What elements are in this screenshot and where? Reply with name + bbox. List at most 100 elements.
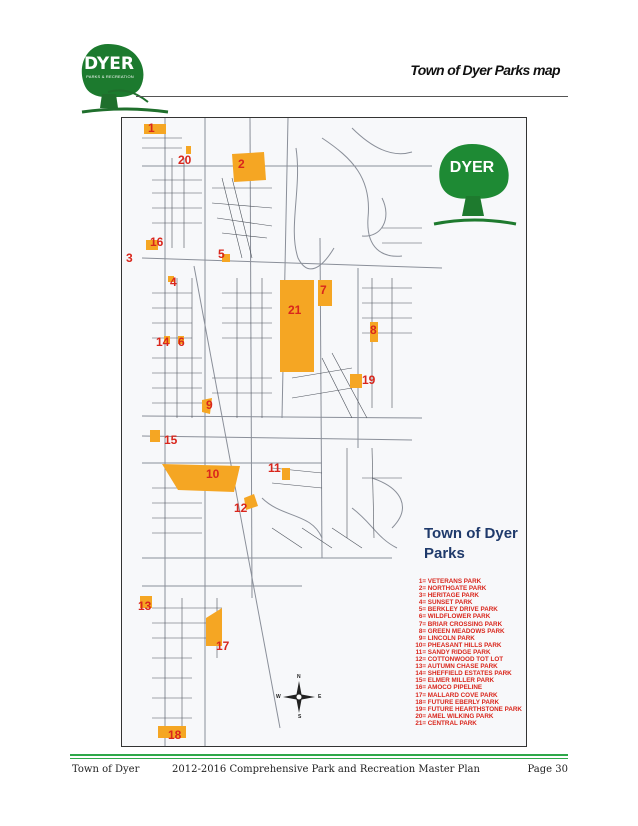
- park-label-17: 17: [216, 639, 230, 653]
- compass-n: N: [297, 674, 301, 680]
- park-label-21: 21: [288, 303, 302, 317]
- legend-item-number: 3=: [418, 592, 426, 600]
- park-label-10: 10: [206, 467, 220, 481]
- legend-item-number: 12=: [415, 656, 426, 664]
- park-label-18: 18: [168, 728, 182, 742]
- footer-left: Town of Dyer: [72, 764, 140, 775]
- legend-item: 13= AUTUMN CHASE PARK: [408, 663, 523, 670]
- legend-item-name: MALLARD COVE PARK: [427, 691, 498, 699]
- legend-item: 6= WILDFLOWER PARK: [408, 613, 523, 620]
- footer-divider-top: [70, 754, 568, 756]
- map-title-line-1: Town of Dyer: [424, 525, 518, 542]
- legend-item: 5= BERKLEY DRIVE PARK: [408, 606, 523, 613]
- legend-item-name: AUTUMN CHASE PARK: [427, 663, 498, 671]
- legend-item-name: AMEL WILKING PARK: [427, 712, 494, 720]
- legend-item: 4= SUNSET PARK: [408, 599, 523, 606]
- legend-item-number: 18=: [415, 698, 426, 706]
- park-label-15: 15: [164, 433, 178, 447]
- legend-item-number: 5=: [418, 606, 426, 614]
- legend-item-name: VETERANS PARK: [427, 578, 482, 585]
- legend-item-number: 8=: [418, 627, 426, 635]
- park-label-11: 11: [268, 461, 281, 475]
- legend-item-name: BRIAR CROSSING PARK: [427, 620, 503, 628]
- compass-e: E: [318, 694, 322, 700]
- park-label-3: 3: [126, 251, 133, 265]
- legend-item-name: CENTRAL PARK: [427, 719, 477, 727]
- legend-item: 7= BRIAR CROSSING PARK: [408, 621, 523, 628]
- legend-item: 2= NORTHGATE PARK: [408, 585, 523, 592]
- park-label-2: 2: [238, 157, 245, 171]
- map-title: Town of Dyer Parks: [424, 524, 518, 564]
- legend-item: 9= LINCOLN PARK: [408, 635, 523, 642]
- map-title-line-2: Parks: [424, 545, 465, 562]
- legend-item-number: 21=: [415, 719, 426, 727]
- park-label-12: 12: [234, 501, 248, 515]
- map-dyer-logo: DYER: [430, 138, 520, 228]
- park-label-13: 13: [138, 599, 152, 613]
- legend-item-name: LINCOLN PARK: [427, 634, 475, 642]
- legend-item-name: BERKLEY DRIVE PARK: [427, 606, 498, 614]
- legend-item-name: FUTURE HEARTHSTONE PARK: [427, 705, 522, 713]
- footer-page-number: Page 30: [527, 764, 568, 775]
- map-streets: [140, 118, 443, 746]
- legend-item-number: 14=: [415, 670, 426, 678]
- legend-item-name: GREEN MEADOWS PARK: [427, 627, 505, 635]
- legend-item: 21= CENTRAL PARK: [408, 720, 523, 727]
- legend-item: 16= AMOCO PIPELINE: [408, 684, 523, 691]
- legend-item: 17= MALLARD COVE PARK: [408, 692, 523, 699]
- park-label-9: 9: [206, 398, 213, 412]
- footer-divider-bottom: [70, 758, 568, 759]
- legend-item: 1= VETERANS PARK: [408, 578, 523, 585]
- legend-item: 10= PHEASANT HILLS PARK: [408, 642, 523, 649]
- footer-center: 2012-2016 Comprehensive Park and Recreat…: [172, 764, 480, 775]
- park-label-8: 8: [370, 323, 377, 337]
- park-label-14: 14: [156, 335, 170, 349]
- park-label-20: 20: [178, 153, 192, 167]
- park-label-4: 4: [170, 275, 177, 289]
- legend-item-name: SUNSET PARK: [427, 599, 473, 607]
- park-label-7: 7: [320, 283, 327, 297]
- legend-item-name: NORTHGATE PARK: [427, 585, 487, 593]
- legend-item-number: 19=: [415, 705, 426, 713]
- legend-item-number: 13=: [415, 663, 426, 671]
- legend-item-number: 9=: [418, 634, 426, 642]
- legend-item-name: ELMER MILLER PARK: [427, 677, 495, 685]
- legend-item-number: 11=: [415, 648, 426, 656]
- legend-item-number: 20=: [415, 712, 426, 720]
- legend-item-name: COTTONWOOD TOT LOT: [427, 656, 504, 664]
- legend-item: 11= SANDY RIDGE PARK: [408, 649, 523, 656]
- legend-item: 3= HERITAGE PARK: [408, 592, 523, 599]
- park-label-16: 16: [150, 235, 164, 249]
- legend-item: 20= AMEL WILKING PARK: [408, 713, 523, 720]
- legend-item-name: FUTURE EBERLY PARK: [427, 698, 500, 706]
- park-label-6: 6: [178, 335, 185, 349]
- header-divider: [136, 96, 568, 97]
- legend-item: 15= ELMER MILLER PARK: [408, 677, 523, 684]
- legend-item-name: PHEASANT HILLS PARK: [427, 641, 502, 649]
- logo-subtitle: PARKS & RECREATION: [86, 74, 134, 79]
- park-label-19: 19: [362, 373, 376, 387]
- compass-s: S: [298, 714, 302, 720]
- legend-item-number: 10=: [415, 641, 426, 649]
- dyer-logo: DYER PARKS & RECREATION: [78, 36, 170, 116]
- legend-item-name: AMOCO PIPELINE: [427, 684, 483, 692]
- legend-item-number: 15=: [415, 677, 426, 685]
- legend-item: 12= COTTONWOOD TOT LOT: [408, 656, 523, 663]
- legend-item-number: 17=: [415, 691, 426, 699]
- legend-item-number: 2=: [418, 585, 426, 593]
- legend-item: 19= FUTURE HEARTHSTONE PARK: [408, 706, 523, 713]
- park-label-5: 5: [218, 247, 225, 261]
- compass-rose-icon: N S W E: [276, 674, 321, 720]
- map-logo-title: DYER: [450, 159, 495, 176]
- legend-item-number: 7=: [418, 620, 426, 628]
- legend-item: 14= SHEFFIELD ESTATES PARK: [408, 670, 523, 677]
- page-title: Town of Dyer Parks map: [410, 62, 560, 78]
- legend-item-number: 6=: [418, 613, 426, 621]
- logo-title: DYER: [84, 54, 134, 74]
- legend-item-number: 4=: [418, 599, 426, 607]
- legend-item-name: WILDFLOWER PARK: [427, 613, 491, 621]
- legend-item-name: HERITAGE PARK: [427, 592, 479, 600]
- legend-item-name: SHEFFIELD ESTATES PARK: [427, 670, 512, 678]
- legend-item-name: SANDY RIDGE PARK: [427, 648, 491, 656]
